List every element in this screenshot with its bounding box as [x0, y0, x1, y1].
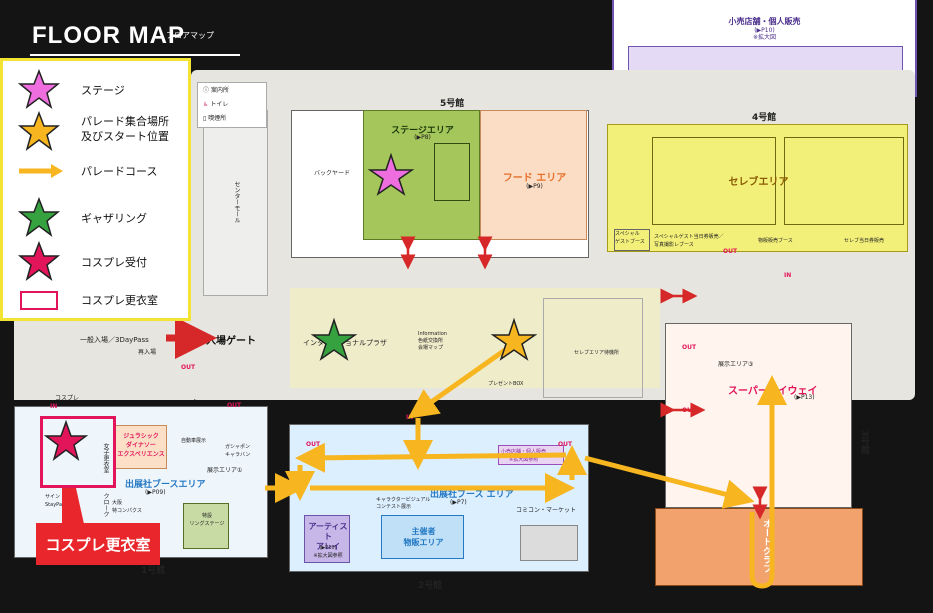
hall-2-building: 小売店舗・個人販売 ※拡大図参照 出展社ブース エリア (▶P7) コミコン・マ…: [289, 424, 589, 572]
parade-route: [295, 442, 567, 473]
facility-toilet: ♿ トイレ: [203, 101, 229, 108]
celeb-waiting-area: セレブエリア待機所: [543, 298, 643, 398]
hall-2-room: [520, 525, 578, 561]
special-ticket-label: スペシャルゲスト当日券販売／ 写真撮影レブース: [654, 234, 724, 248]
booth-area-2-label: 出展社ブース エリア: [430, 490, 514, 500]
venue-floor-lower-left: [14, 320, 194, 400]
inset-title: 小売店舗・個人販売: [728, 17, 801, 26]
hall-5-label: 5号館: [440, 99, 465, 109]
celeb-area-label: セレブエリア: [728, 177, 789, 188]
page-title: FLOOR MAP: [32, 22, 185, 49]
cosplay-dressing-callout: コスプレ更衣室: [36, 523, 160, 565]
celeb-area[interactable]: セレブエリア スペシャル ゲストブース スペシャルゲスト当日券販売／ 写真撮影レ…: [607, 124, 908, 252]
celeb-ticket-label: セレブ当日券販売: [844, 238, 885, 244]
stage-area-label: ステージエリア: [391, 126, 454, 136]
backyard-label: バックヤード: [314, 170, 351, 177]
facility-smoking: ▯ 喫煙所: [203, 115, 227, 122]
special-guest-booth: スペシャル ゲストブース: [614, 229, 650, 251]
present-box-label: プレゼントBOX: [488, 381, 524, 387]
dressing-room-icon: [20, 291, 58, 310]
plaza-label: インターナショナルプラザ: [303, 339, 387, 347]
food-area-page: (▶P9): [526, 183, 543, 190]
cosplay-label: コスプレ: [55, 395, 80, 402]
info-label: Information 色紙交換所 会場マップ: [418, 331, 447, 351]
title-underline: [30, 54, 240, 56]
cosplay-star-icon: [17, 241, 61, 281]
organizer-goods-area[interactable]: 主催者 物販エリア: [381, 515, 464, 559]
cosplay-dressing-highlight[interactable]: [40, 416, 116, 488]
parade-route: [584, 455, 755, 509]
callout-pointer: [62, 488, 84, 524]
legend-stage: ステージ: [3, 69, 188, 109]
osaka-label: 大阪 特コンパクス: [112, 500, 142, 514]
stage-area-page: (▶P8): [414, 134, 431, 141]
out-label-1: OUT: [181, 364, 196, 371]
facility-legend: ⓘ 案内所 ♿ トイレ ▯ 喫煙所: [197, 82, 267, 128]
center-mall: センターモール: [203, 110, 268, 296]
booth-area-1-page: (▶P09): [145, 489, 166, 496]
legend-cosplay-dressing: コスプレ更衣室: [3, 289, 188, 325]
info-icon: ⓘ: [203, 87, 210, 94]
parade-star-icon: [17, 111, 61, 151]
hall-3-label: 3号館: [859, 430, 869, 455]
ring-stage[interactable]: 特設 リングステージ: [183, 503, 229, 549]
cloak-label: クローク: [102, 493, 109, 517]
celeb-room-right: [784, 137, 904, 225]
jurassic-area[interactable]: ジュラシック ダイナソー エクスペリエンス: [113, 425, 167, 469]
gathering-star: [310, 317, 358, 361]
legend-parade-start: パレード集合場所 及びスタート位置: [3, 111, 188, 151]
exhibit-3-label: 展示エリア③: [718, 361, 754, 368]
booth-area-1-label: 出展社ブースエリア: [125, 480, 206, 490]
entrance-gate-label: 入場ゲート: [206, 336, 256, 347]
center-mall-label: センターモール: [233, 181, 240, 223]
stage-star: [367, 152, 415, 196]
out-label-4: OUT: [558, 441, 573, 448]
gathering-star-icon: [17, 197, 61, 237]
inset-note: ※拡大図: [752, 34, 777, 41]
hall-2-label: 2号館: [418, 581, 443, 591]
toilet-icon: ♿: [203, 101, 209, 108]
goods-booth-label: 物販販売ブース: [758, 238, 793, 244]
out-label-6: OUT: [682, 344, 697, 351]
food-area-label: フード エリア: [502, 173, 567, 184]
parade-route: [407, 347, 507, 419]
in-label-1: IN: [784, 272, 792, 279]
parade-route: [749, 375, 787, 589]
hall-1-label: 1号館: [141, 566, 166, 576]
smoking-icon: ▯: [203, 115, 207, 122]
hall-4-label: 4号館: [752, 113, 777, 123]
parade-start-star: [490, 317, 538, 361]
food-area[interactable]: フード エリア (▶P9): [480, 110, 587, 240]
page-subtitle: フロアマップ: [166, 31, 214, 40]
in-label-3: IN: [50, 403, 58, 410]
facility-info: ⓘ 案内所: [203, 87, 229, 94]
women-dressing-label: 女子更衣室: [102, 443, 109, 473]
reentry-label: 再入場: [138, 349, 157, 356]
cosplay-reception-star: [43, 419, 89, 461]
legend-panel: ステージ パレード集合場所 及びスタート位置 パレードコース ギャザリング コス…: [0, 58, 191, 321]
inset-page: (▶P10): [754, 27, 775, 34]
general-entry-label: 一般入場／3DayPass: [80, 336, 149, 344]
comicon-market-label: コミコン・マーケット: [516, 507, 577, 514]
autograph-reception-label: サイン・撮影 StayPass受付: [45, 494, 78, 508]
stage-platform: [434, 143, 470, 201]
booth-area-2-page: (▶P7): [450, 499, 467, 506]
out-label-2: OUT: [227, 402, 242, 409]
autograph-label: オートグラフ: [761, 519, 771, 573]
legend-cosplay-reception: コスプレ受付: [3, 241, 188, 281]
gacha-label: ガシャポン キャラバン: [225, 444, 251, 458]
car-exhibit-label: 自動車展示: [181, 438, 207, 444]
legend-parade-course: パレードコース: [3, 161, 188, 197]
parade-arrow-icon: [19, 164, 63, 178]
out-label-5: OUT: [723, 248, 738, 255]
legend-gathering: ギャザリング: [3, 197, 188, 237]
exhibit-1-label: 展示エリア①: [207, 467, 243, 474]
cos-contest-label: キャラクタービジュアル コンテスト展示: [376, 497, 431, 510]
artist-alley[interactable]: アーティスト アレイ (▶P10) ※拡大図参照: [304, 515, 350, 563]
stage-star-icon: [17, 69, 61, 109]
celeb-room-left: [652, 137, 776, 225]
super-highway-page: (▶P13): [794, 394, 815, 401]
